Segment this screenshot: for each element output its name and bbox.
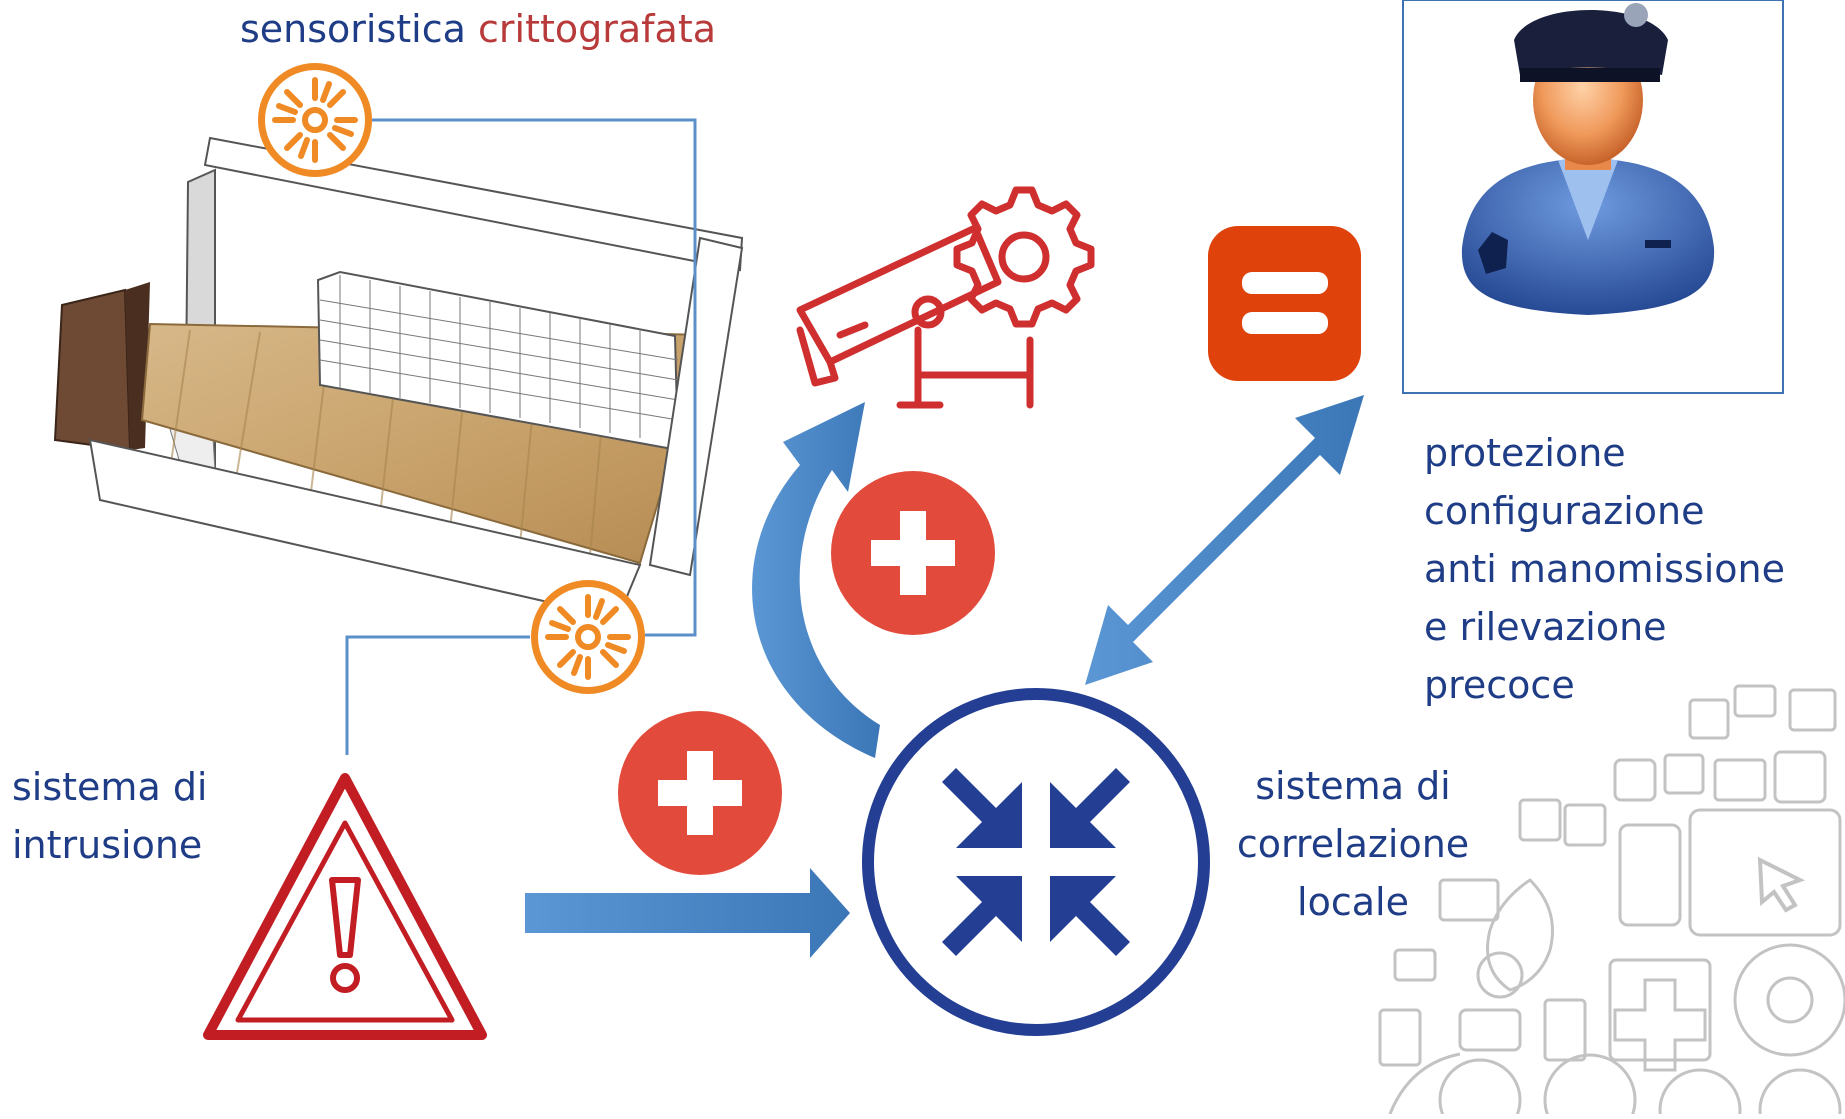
- plus-circle-icon: [831, 471, 995, 635]
- plus-circle-icon: [618, 711, 782, 875]
- equals-icon: [1208, 226, 1361, 381]
- sun-sensor-icon: [531, 580, 645, 694]
- intrusion-line: intrusione: [12, 823, 203, 867]
- intrusion-label: sistema di intrusione: [12, 758, 208, 874]
- protection-line: anti manomissione: [1424, 547, 1785, 591]
- security-guard-icon: [1461, 3, 1715, 315]
- protection-line: e rilevazione: [1424, 605, 1667, 649]
- correlation-line: correlazione: [1236, 822, 1470, 866]
- intrusion-line: sistema di: [12, 765, 208, 809]
- double-arrow-correlation-guard: [1085, 395, 1364, 685]
- room-illustration: [53, 136, 744, 620]
- sensor-connectors: [345, 118, 697, 755]
- correlation-line: locale: [1297, 880, 1409, 924]
- sun-sensor-icon: [258, 63, 372, 177]
- protection-line: precoce: [1424, 663, 1575, 707]
- arrow-to-correlation: [525, 868, 850, 958]
- title-encrypted-text: crittografata: [478, 7, 717, 51]
- protection-line: configurazione: [1424, 489, 1705, 533]
- correlation-label: sistema di correlazione locale: [1228, 757, 1478, 931]
- title-label: sensoristica crittografata: [240, 0, 716, 58]
- protection-line: protezione: [1424, 431, 1626, 475]
- curved-arrow-to-camera: [752, 402, 880, 758]
- protection-label: protezione configurazione anti manomissi…: [1424, 424, 1785, 714]
- background-icons-pattern: [1378, 684, 1845, 1119]
- correlation-line: sistema di: [1255, 764, 1451, 808]
- security-camera-gear-icon: [796, 186, 1095, 409]
- title-sensor-text: sensoristica: [240, 7, 466, 51]
- warning-triangle-icon: [203, 773, 487, 1040]
- arrows-converge-icon: [862, 688, 1210, 1036]
- guard-card: [1402, 0, 1784, 394]
